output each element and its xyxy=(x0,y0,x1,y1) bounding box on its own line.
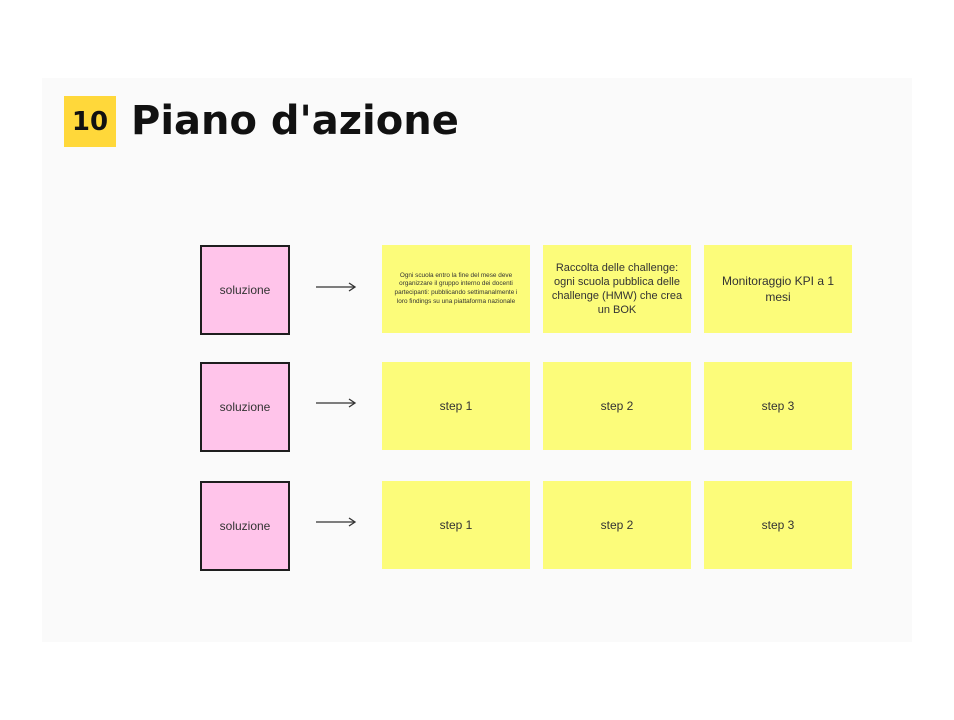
sticky-note-step-2[interactable]: Raccolta delle challenge: ogni scuola pu… xyxy=(543,245,691,333)
solution-card[interactable]: soluzione xyxy=(200,481,290,571)
sticky-note-step-3[interactable]: step 3 xyxy=(704,362,852,450)
sticky-note-step-1[interactable]: Ogni scuola entro la fine del mese deve … xyxy=(382,245,530,333)
arrow-right-icon xyxy=(316,282,357,292)
solution-card[interactable]: soluzione xyxy=(200,362,290,452)
solution-card[interactable]: soluzione xyxy=(200,245,290,335)
step-number-badge: 10 xyxy=(64,96,116,147)
sticky-note-step-1[interactable]: step 1 xyxy=(382,362,530,450)
page-title: Piano d'azione xyxy=(131,98,459,144)
sticky-note-step-3[interactable]: Monitoraggio KPI a 1 mesi xyxy=(704,245,852,333)
arrow-right-icon xyxy=(316,398,357,408)
sticky-note-step-1[interactable]: step 1 xyxy=(382,481,530,569)
arrow-right-icon xyxy=(316,517,357,527)
sticky-note-step-2[interactable]: step 2 xyxy=(543,481,691,569)
sticky-note-step-2[interactable]: step 2 xyxy=(543,362,691,450)
sticky-note-step-3[interactable]: step 3 xyxy=(704,481,852,569)
